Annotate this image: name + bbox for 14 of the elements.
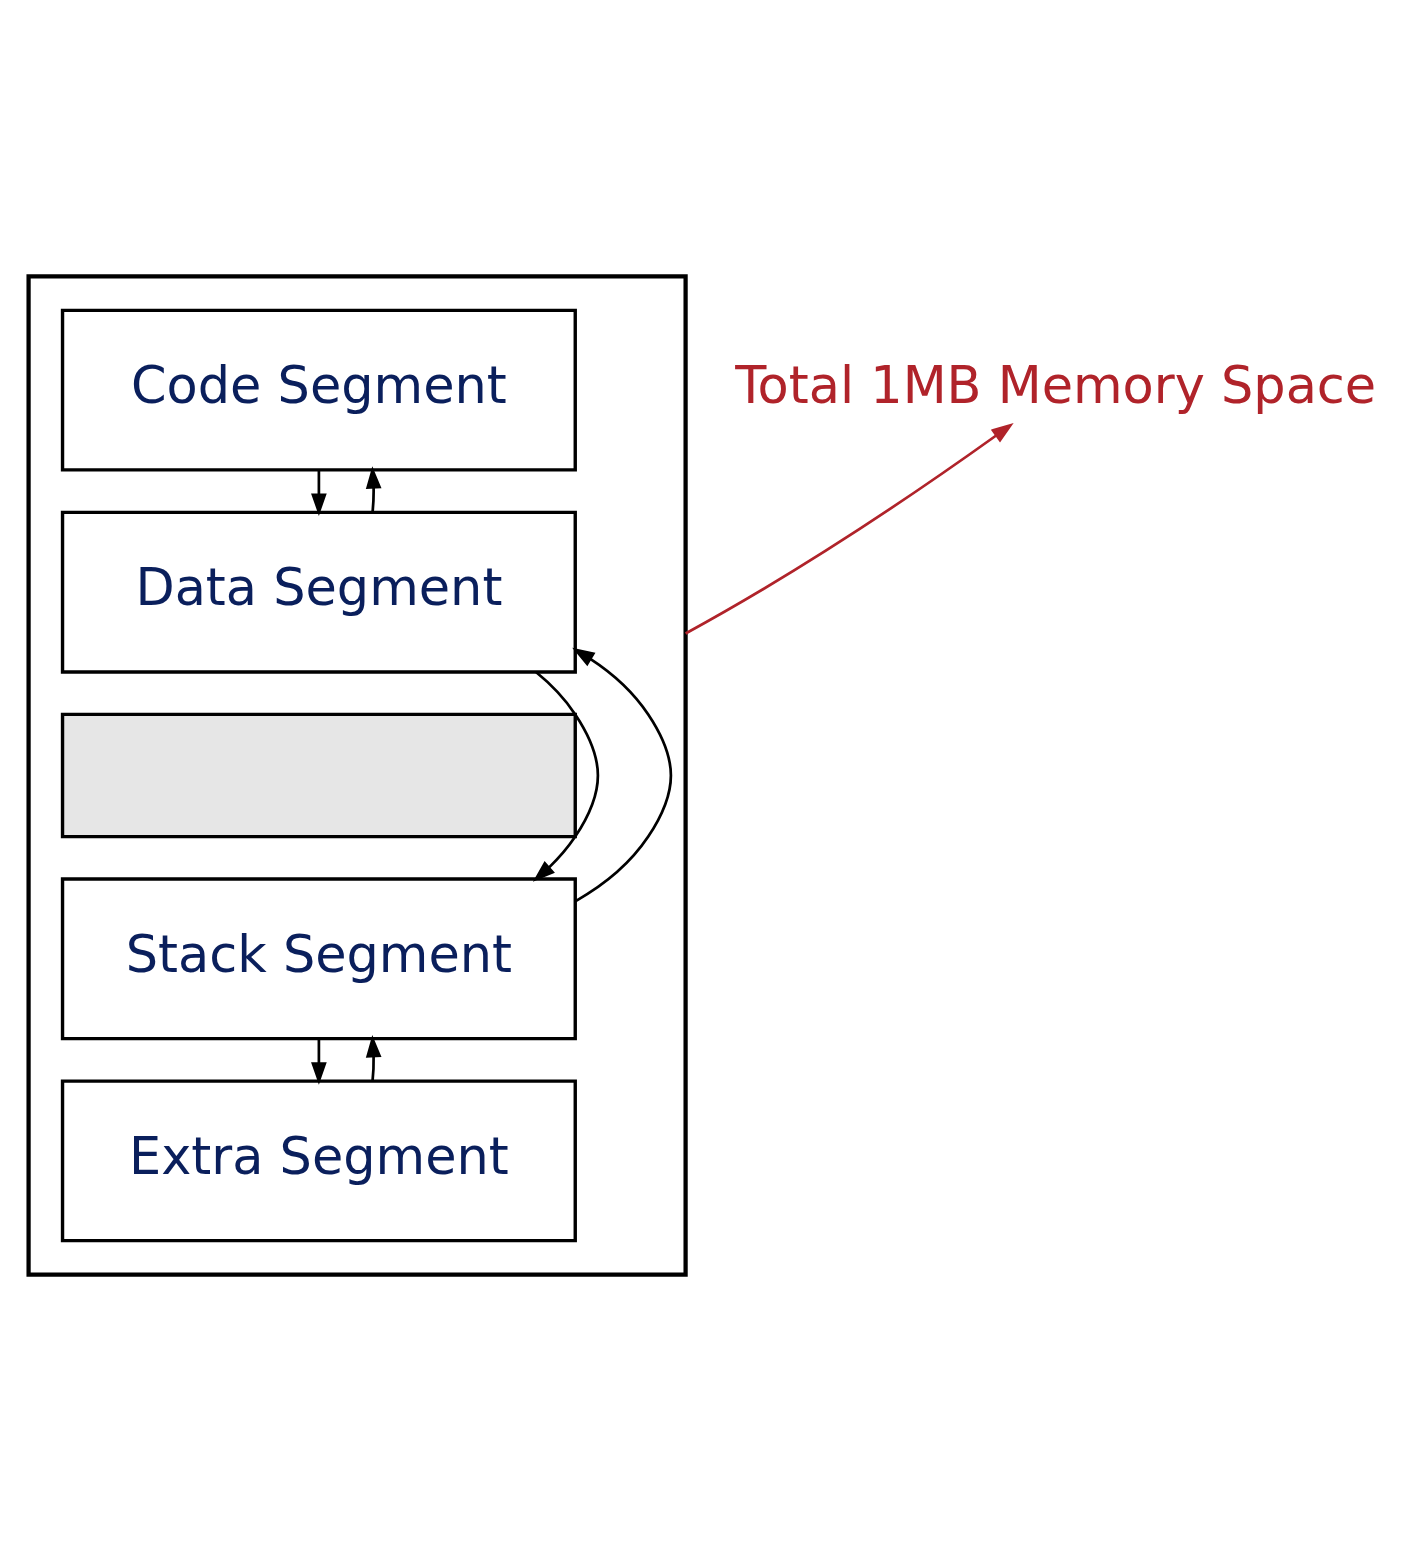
node-box: Stack Segment: [60, 877, 577, 1041]
arrow: [311, 470, 327, 516]
node-box: [60, 712, 577, 839]
node-text: Total 1MB Memory Space: [735, 355, 1377, 415]
arrow: [532, 671, 600, 882]
arrow: [684, 422, 1014, 635]
node-box: Data Segment: [60, 510, 577, 674]
arrow: [311, 1039, 327, 1085]
arrow: [572, 647, 673, 903]
arrow: [365, 1034, 382, 1081]
cluster: [26, 274, 688, 1277]
node-box: Extra Segment: [60, 1079, 577, 1243]
node-box: Code Segment: [60, 308, 577, 472]
arrow: [365, 466, 382, 512]
